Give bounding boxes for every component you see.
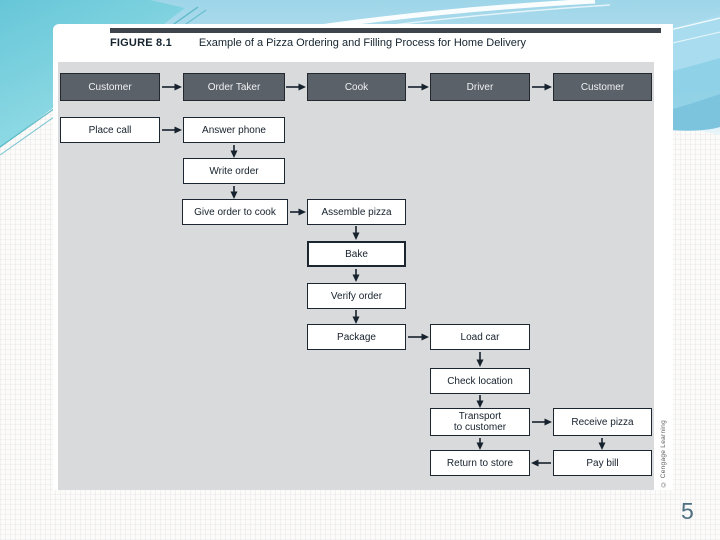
figure-label: FIGURE 8.1 (110, 37, 172, 49)
figure-title: Example of a Pizza Ordering and Filling … (198, 37, 526, 49)
step-box-package: Package (307, 324, 406, 350)
lane-box-order-taker: Order Taker (183, 73, 285, 101)
step-box-transport-to-customer: Transport to customer (430, 408, 530, 436)
figure-caption: FIGURE 8.1 Example of a Pizza Ordering a… (110, 37, 670, 49)
flowchart-area: Customer Order Taker Cook Driver Custome… (58, 62, 654, 490)
figure-title-rule (110, 28, 661, 33)
page-number: 5 (681, 498, 694, 524)
step-box-bake: Bake (307, 241, 406, 267)
step-box-give-order-to-cook: Give order to cook (182, 199, 288, 225)
step-box-receive-pizza: Receive pizza (553, 408, 652, 436)
figure-panel: FIGURE 8.1 Example of a Pizza Ordering a… (53, 24, 673, 490)
step-box-verify-order: Verify order (307, 283, 406, 309)
lane-box-customer-end: Customer (553, 73, 652, 101)
step-box-assemble-pizza: Assemble pizza (307, 199, 406, 225)
step-box-place-call: Place call (60, 117, 160, 143)
step-box-answer-phone: Answer phone (183, 117, 285, 143)
step-box-check-location: Check location (430, 368, 530, 394)
step-box-return-to-store: Return to store (430, 450, 530, 476)
lane-box-customer-start: Customer (60, 73, 160, 101)
lane-box-cook: Cook (307, 73, 406, 101)
figure-credit: © Cengage Learning (660, 420, 667, 488)
step-box-pay-bill: Pay bill (553, 450, 652, 476)
step-box-write-order: Write order (183, 158, 285, 184)
lane-box-driver: Driver (430, 73, 530, 101)
step-box-load-car: Load car (430, 324, 530, 350)
